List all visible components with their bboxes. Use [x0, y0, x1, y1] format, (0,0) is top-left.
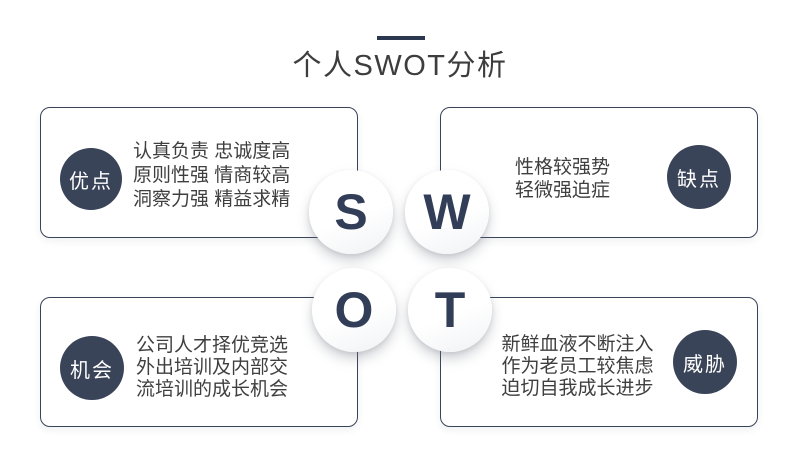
strengths-badge-label: 优点	[69, 170, 113, 193]
letter-s-circle: S	[309, 170, 393, 254]
strengths-text: 认真负责 忠诚度高 原则性强 情商较高 洞察力强 精益求精	[133, 140, 290, 212]
threats-line: 作为老员工较焦虑	[501, 356, 654, 377]
threats-badge: 威胁	[673, 330, 737, 394]
strengths-line: 原则性强 情商较高	[133, 165, 291, 186]
threats-text: 新鲜血液不断注入 作为老员工较焦虑 迫切自我成长进步	[470, 334, 685, 400]
title-accent-line	[377, 36, 425, 40]
strengths-line: 洞察力强 精益求精	[133, 189, 291, 210]
opportunities-text: 公司人才择优竞选 外出培训及内部交 流培训的成长机会	[136, 335, 288, 401]
letter-t: T	[434, 282, 466, 338]
opportunities-line: 流培训的成长机会	[136, 379, 289, 400]
threats-badge-label: 威胁	[683, 353, 727, 376]
opportunities-line: 公司人才择优竞选	[136, 335, 289, 356]
letter-w: W	[423, 184, 471, 240]
threats-line: 迫切自我成长进步	[501, 378, 654, 399]
weaknesses-line: 轻微强迫症	[514, 180, 610, 201]
page-title: 个人SWOT分析	[292, 50, 508, 82]
opportunities-badge: 机会	[60, 336, 124, 400]
weaknesses-line: 性格较强势	[514, 157, 610, 178]
letter-o: O	[334, 282, 374, 338]
threats-line: 新鲜血液不断注入	[501, 334, 654, 355]
opportunities-badge-label: 机会	[70, 359, 114, 382]
weaknesses-text: 性格较强势 轻微强迫症	[460, 156, 665, 202]
strengths-line: 认真负责 忠诚度高	[133, 141, 291, 162]
letter-o-circle: O	[312, 268, 396, 352]
strengths-badge: 优点	[60, 148, 122, 210]
weaknesses-badge: 缺点	[667, 145, 731, 209]
letter-w-circle: W	[405, 170, 489, 254]
letter-s: S	[334, 184, 368, 240]
opportunities-line: 外出培训及内部交	[136, 357, 289, 378]
weaknesses-badge-label: 缺点	[677, 168, 721, 191]
letter-t-circle: T	[408, 268, 492, 352]
